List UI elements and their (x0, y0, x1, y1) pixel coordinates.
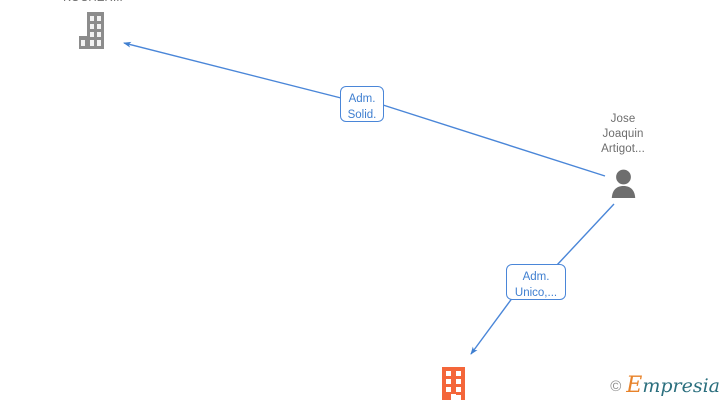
building-icon-highlighted[interactable] (439, 367, 468, 400)
person-icon[interactable] (610, 169, 637, 198)
brand-logo-text: Empresia (626, 373, 720, 398)
empresia-watermark: © Empresia (610, 373, 720, 398)
edge-line-person-to-unico-box (556, 203, 615, 266)
node-label-company-top: KOCHER... (43, 0, 143, 6)
brand-initial: E (626, 373, 643, 398)
relation-label-adm-solid[interactable]: Adm. Solid. (340, 86, 384, 122)
copyright-icon: © (610, 377, 622, 395)
building-icon[interactable] (78, 12, 109, 49)
edge-line-unico-box-to-company-bottom (470, 296, 514, 355)
node-label-person-center: Jose Joaquin Artigot... (601, 113, 645, 155)
edge-line-solid-box-to-company-top (123, 41, 342, 99)
relation-label-adm-unico[interactable]: Adm. Unico,... (506, 264, 566, 300)
edge-line-person-to-solid-box (382, 104, 606, 177)
brand-rest: mpresia (642, 375, 720, 397)
